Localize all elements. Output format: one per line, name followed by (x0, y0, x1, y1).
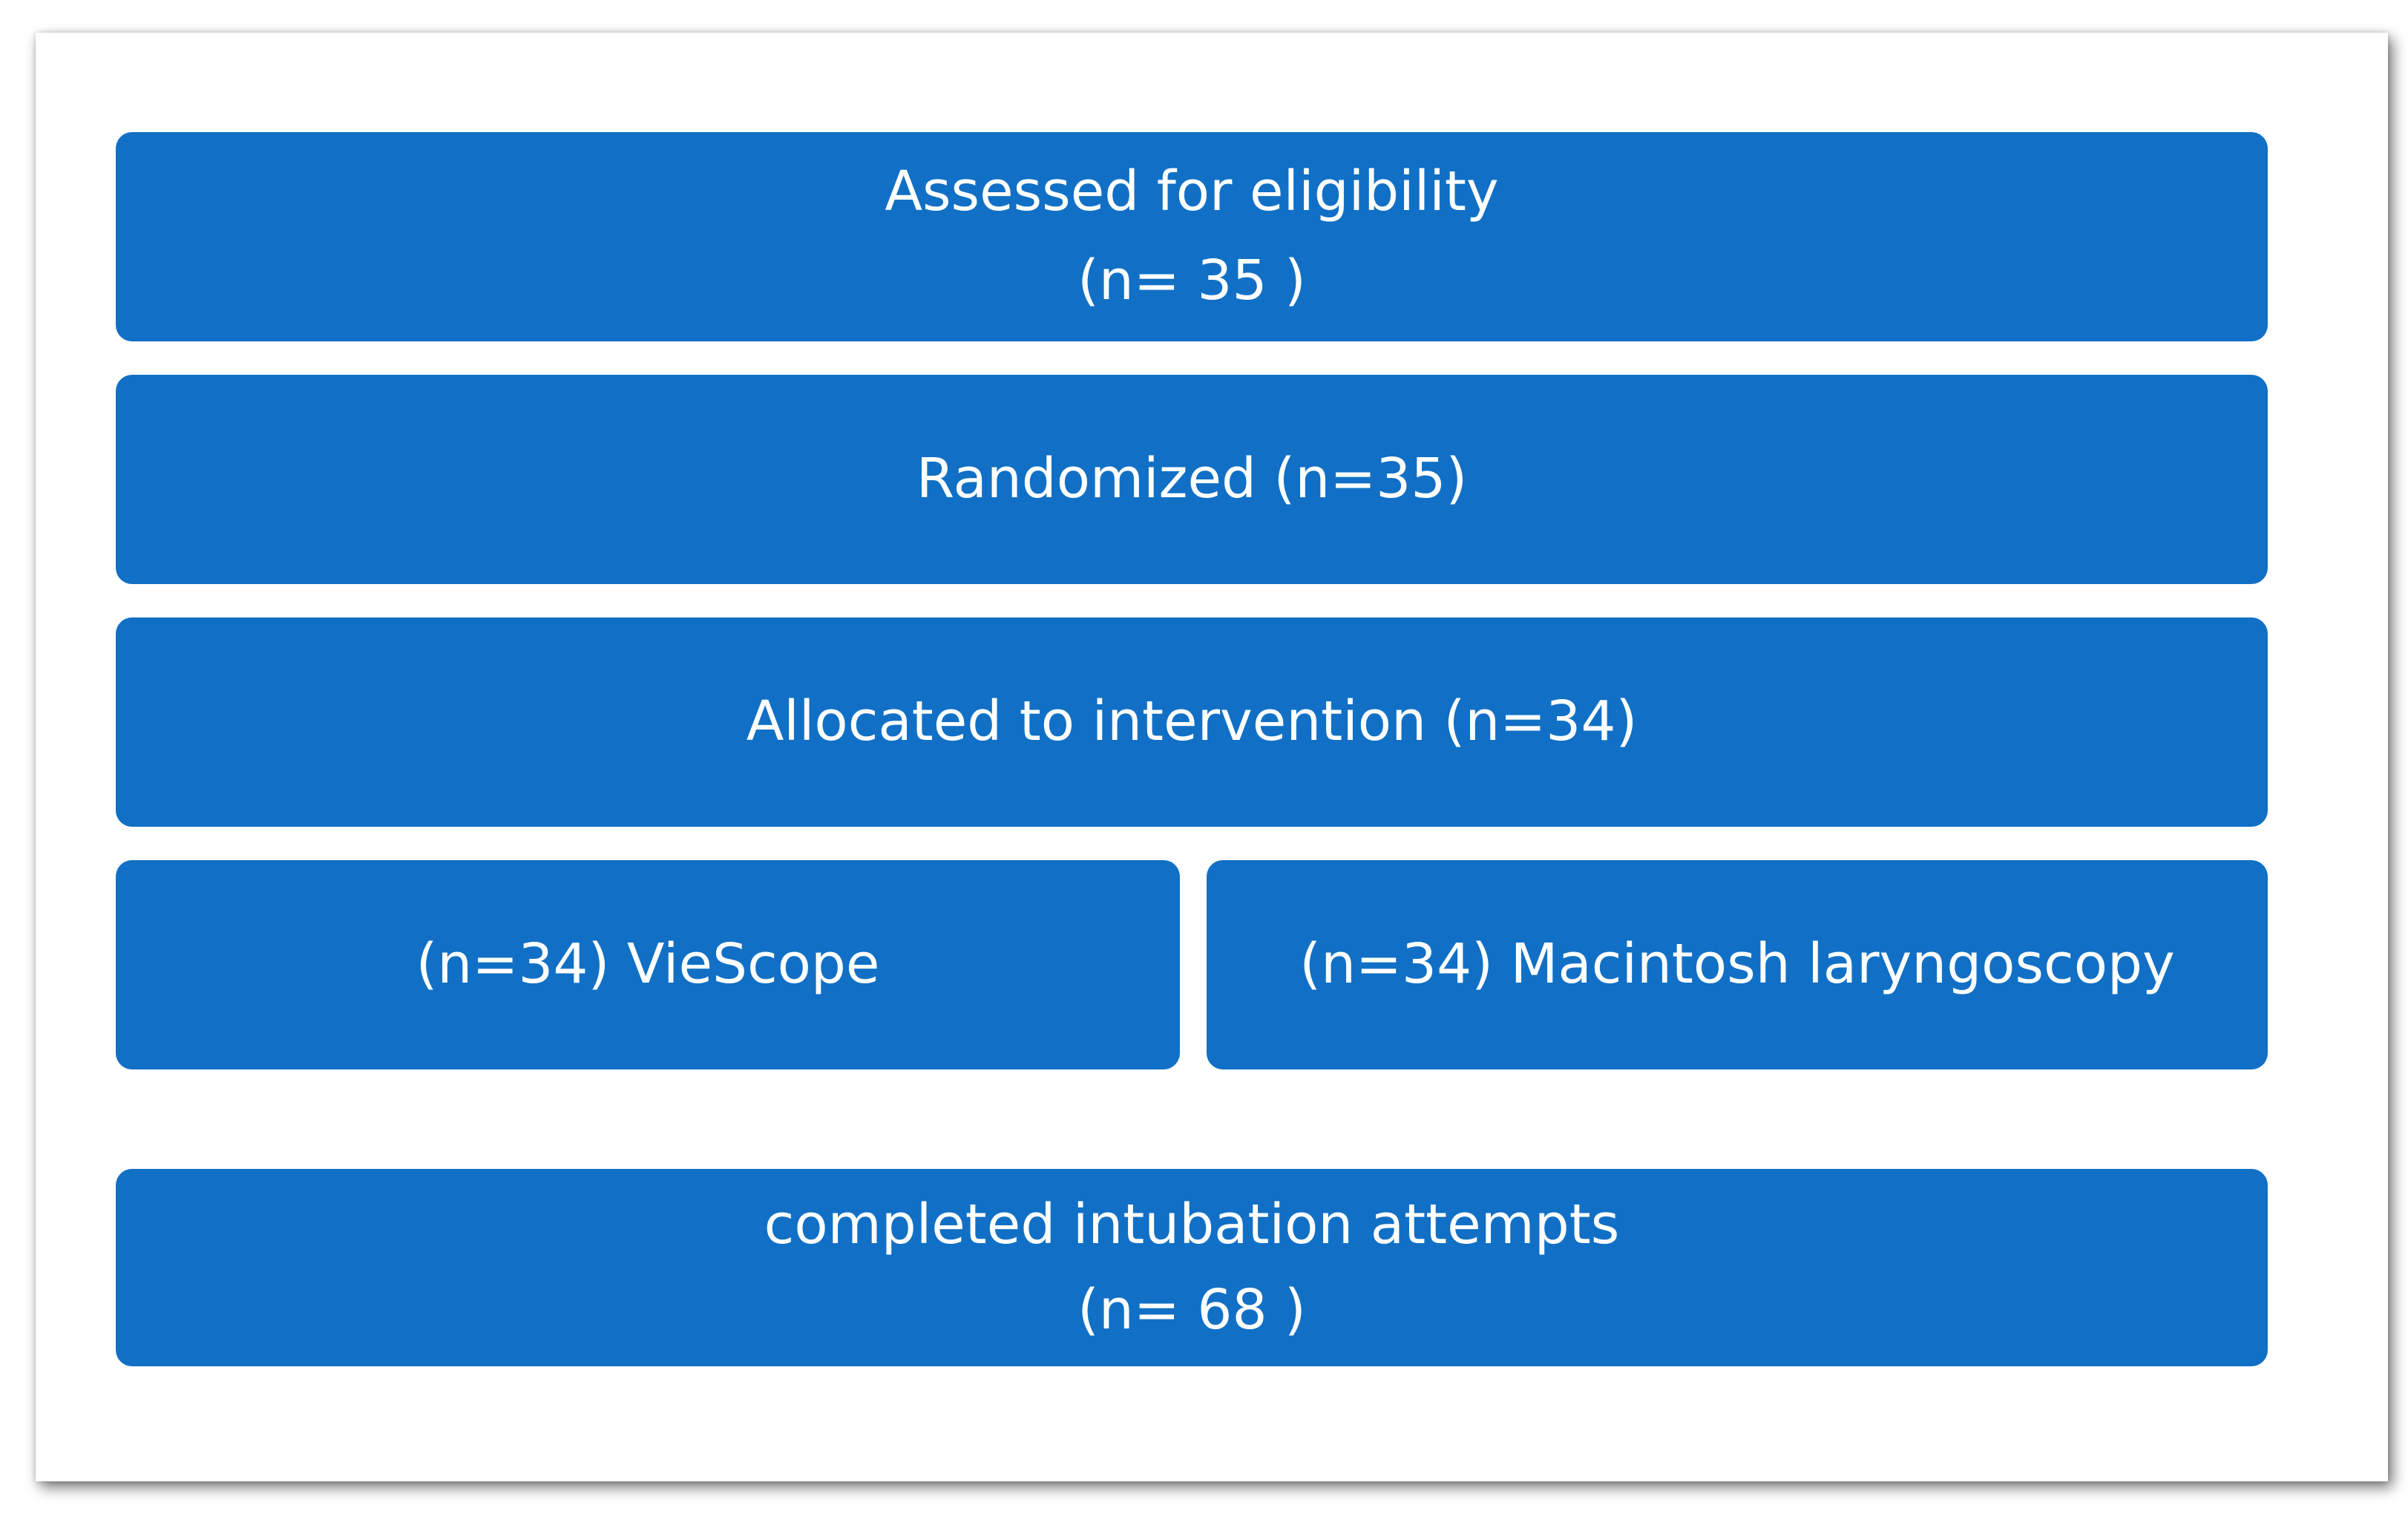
randomized-label: Randomized (n=35) (916, 447, 1468, 511)
completed-count: (n= 68 ) (1077, 1278, 1306, 1342)
macintosh-arm-box: (n=34) Macintosh laryngoscopy (1207, 860, 2268, 1069)
viescope-arm-box: (n=34) VieScope (116, 860, 1180, 1069)
allocated-label: Allocated to intervention (n=34) (746, 689, 1638, 754)
assessed-count: (n= 35 ) (1077, 249, 1306, 312)
assessed-for-eligibility-box: Assessed for eligibility (n= 35 ) (116, 132, 2268, 341)
completed-intubation-attempts-box: completed intubation attempts (n= 68 ) (116, 1169, 2268, 1366)
allocated-to-intervention-box: Allocated to intervention (n=34) (116, 617, 2268, 827)
viescope-arm-label: (n=34) VieScope (416, 932, 880, 997)
randomized-box: Randomized (n=35) (116, 375, 2268, 584)
completed-label: completed intubation attempts (764, 1193, 1620, 1257)
assessed-label: Assessed for eligibility (885, 160, 1499, 224)
macintosh-arm-label: (n=34) Macintosh laryngoscopy (1299, 932, 2175, 997)
